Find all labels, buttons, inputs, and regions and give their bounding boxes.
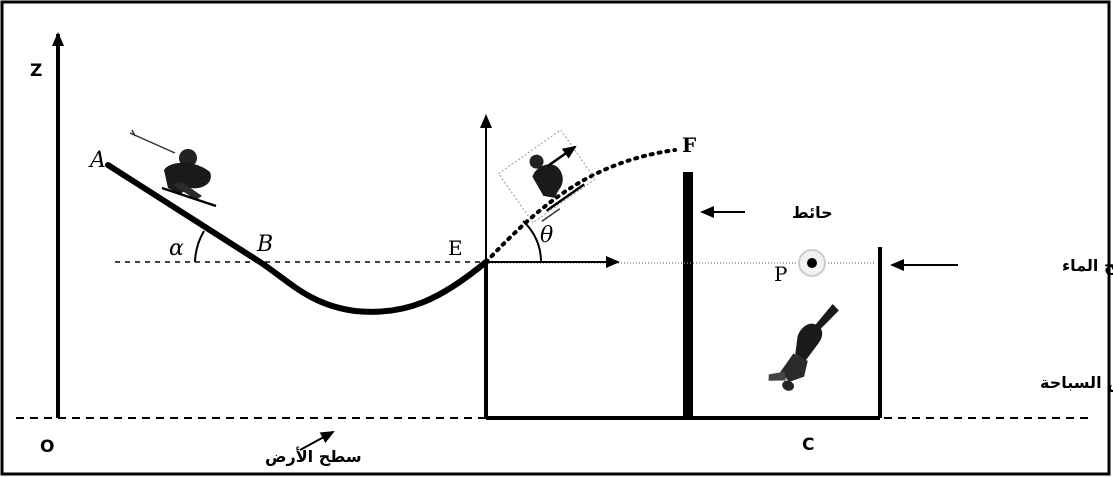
trajectory-dotted [484,148,677,264]
ski-track [105,162,489,315]
water-surface-label: سطح الماء [1062,256,1113,275]
z-axis-label: Z [30,61,42,81]
ground-pointer-arrow [299,431,335,451]
swimming-pool-label: حوض السباحة [1040,373,1113,392]
angle-theta-label: θ [540,223,553,248]
ball-icon [798,249,826,277]
ground-surface-label: سطح الأرض [265,447,362,466]
point-e-label: E [448,236,463,260]
point-p-label: P [774,262,787,286]
wall-label: حائط [792,203,833,222]
point-b-label: B [256,232,273,257]
angle-theta-arc [522,220,543,263]
point-a-label: A [88,148,106,173]
angle-alpha-label: α [169,236,184,261]
angle-alpha-arc [194,230,205,263]
skier-sliding-icon [129,129,217,208]
point-f-label: F [682,133,696,157]
point-c-label: C [802,435,814,455]
skier-jumping-icon [497,129,596,224]
diver-icon [768,303,839,391]
origin-label: O [40,437,54,457]
